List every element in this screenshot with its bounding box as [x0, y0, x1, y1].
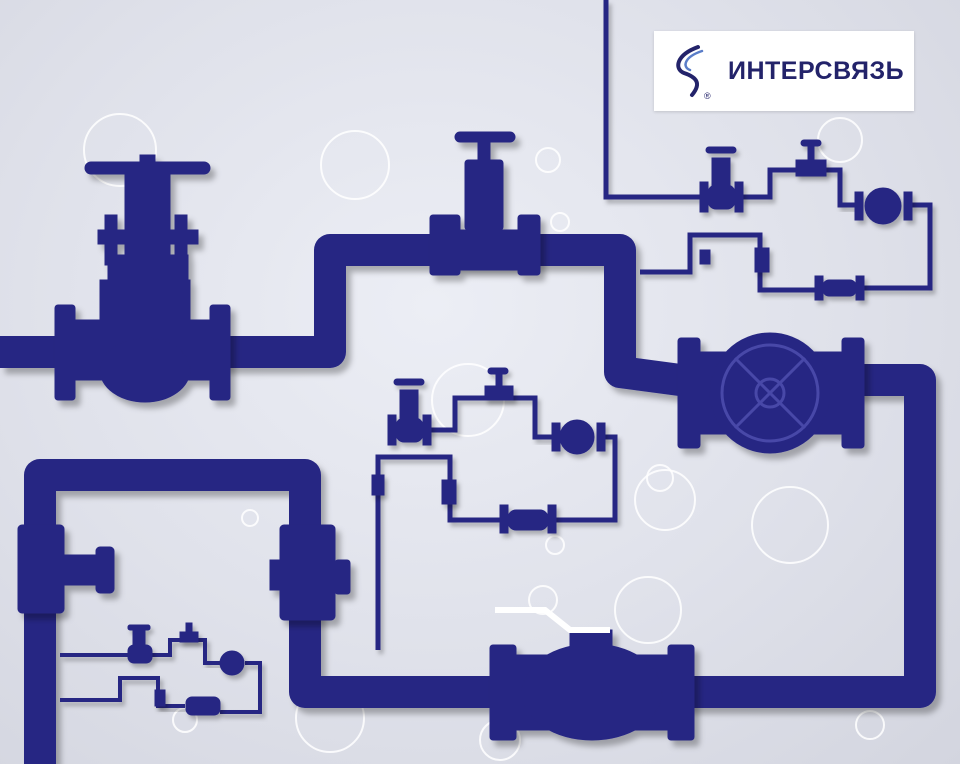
brand-name: ИНТЕРСВЯЗЬ: [728, 57, 905, 85]
bypass-manifold-bottom: [60, 622, 262, 716]
pipe-network: [0, 0, 936, 764]
bypass-manifold-middle: [371, 367, 618, 650]
registered-mark: ®: [704, 91, 711, 101]
ball-valve-large-icon: [489, 629, 695, 741]
tee-valve-icon: [429, 131, 541, 276]
brand-logo: ® ИНТЕРСВЯЗЬ: [654, 31, 914, 111]
ball-valve-handle: [495, 607, 610, 633]
bypass-manifold-top: [640, 139, 933, 301]
wave-s-logo-icon: [676, 45, 704, 97]
butterfly-disc-detail: [720, 343, 820, 443]
gate-valve-large-icon: [54, 154, 231, 403]
side-valve-icon: [17, 524, 115, 614]
angle-valve-icon: [269, 524, 351, 621]
